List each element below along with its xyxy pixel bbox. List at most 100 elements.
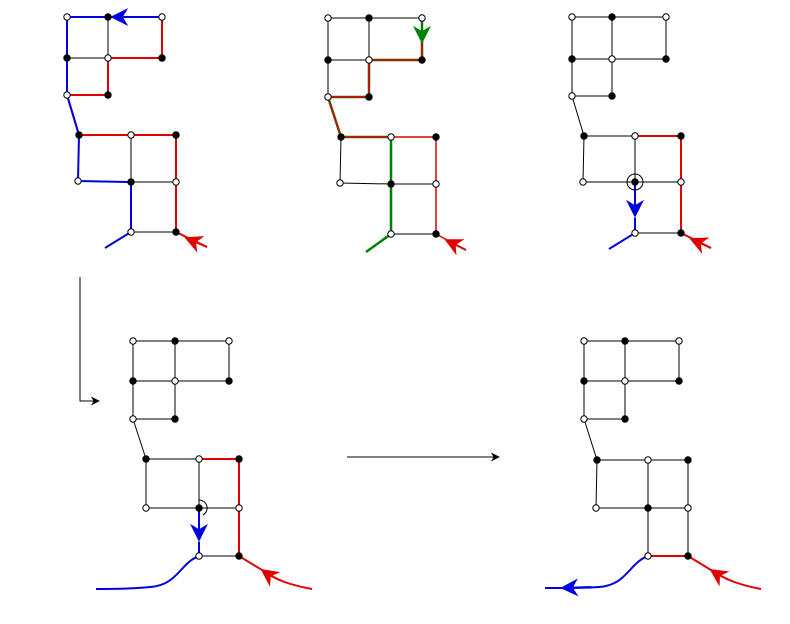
graph-nodes xyxy=(568,13,685,237)
node xyxy=(171,377,179,385)
graph-nodes xyxy=(580,337,692,560)
node xyxy=(337,133,345,141)
node xyxy=(621,337,629,345)
node xyxy=(677,229,685,237)
node xyxy=(158,54,166,62)
node xyxy=(127,178,135,186)
node xyxy=(365,93,373,101)
node xyxy=(365,14,373,22)
node xyxy=(644,504,652,512)
node xyxy=(580,132,588,140)
graph-edges xyxy=(66,16,177,233)
node xyxy=(684,552,692,560)
panel-2 xyxy=(324,14,467,256)
node xyxy=(171,337,179,345)
panel-3 xyxy=(568,13,712,254)
red-path-entry-tail xyxy=(238,555,263,571)
node xyxy=(172,178,180,186)
node xyxy=(336,179,344,187)
node xyxy=(568,55,576,63)
panel-4 xyxy=(95,337,313,590)
node xyxy=(677,178,685,186)
panel-5 xyxy=(545,337,762,597)
graph-nodes xyxy=(324,14,440,238)
node xyxy=(129,377,137,385)
node xyxy=(324,56,332,64)
arrow-panel-1-to-panel-4 xyxy=(79,277,100,406)
node xyxy=(195,552,203,560)
node xyxy=(621,377,629,385)
node xyxy=(568,13,576,21)
blue-path-exit xyxy=(95,542,200,590)
node xyxy=(127,228,135,236)
panel-1 xyxy=(63,8,208,253)
node xyxy=(568,92,576,100)
red-path-entry xyxy=(689,237,712,254)
node xyxy=(63,91,71,99)
node xyxy=(580,377,588,385)
red-path-entry xyxy=(709,569,762,590)
node xyxy=(225,337,233,345)
node xyxy=(171,415,179,423)
node xyxy=(677,132,685,140)
node xyxy=(104,91,112,99)
blue-path-exit xyxy=(560,578,592,597)
node xyxy=(418,56,426,64)
node xyxy=(235,552,243,560)
graph-edges xyxy=(132,340,240,557)
node xyxy=(387,230,395,238)
blue-path-exit xyxy=(608,218,636,250)
node xyxy=(662,55,670,63)
node xyxy=(608,55,616,63)
blue-path xyxy=(559,555,649,589)
node xyxy=(235,455,243,463)
node xyxy=(432,180,440,188)
node xyxy=(129,415,137,423)
node xyxy=(418,14,426,22)
node xyxy=(608,13,616,21)
node xyxy=(235,504,243,512)
node xyxy=(631,229,639,237)
arc-marker xyxy=(198,499,208,516)
red-path-entry-tail xyxy=(687,555,712,571)
graph-edges xyxy=(327,17,437,235)
node xyxy=(684,456,692,464)
red-path xyxy=(635,135,712,249)
node xyxy=(172,131,180,139)
node xyxy=(432,230,440,238)
red-path-entry xyxy=(184,236,208,253)
node xyxy=(644,552,652,560)
red-path-entry xyxy=(444,239,467,256)
node xyxy=(675,377,683,385)
node xyxy=(104,13,112,21)
node xyxy=(324,14,332,22)
node xyxy=(631,132,639,140)
circle-marker xyxy=(626,173,644,191)
red-path xyxy=(326,18,467,251)
node xyxy=(580,337,588,345)
node xyxy=(172,228,180,236)
node xyxy=(74,177,82,185)
node xyxy=(592,504,600,512)
node xyxy=(432,133,440,141)
node xyxy=(684,504,692,512)
node xyxy=(104,54,112,62)
node xyxy=(579,178,587,186)
node xyxy=(580,415,588,423)
graph-nodes xyxy=(129,337,243,560)
red-path-entry xyxy=(260,568,313,590)
graph-edges xyxy=(583,340,689,557)
node xyxy=(608,92,616,100)
graph-edges xyxy=(571,16,682,234)
node xyxy=(675,337,683,345)
node xyxy=(142,504,150,512)
node xyxy=(195,455,203,463)
node xyxy=(662,13,670,21)
node xyxy=(644,456,652,464)
node xyxy=(621,415,629,423)
node xyxy=(387,180,395,188)
node xyxy=(129,337,137,345)
node xyxy=(75,131,83,139)
node xyxy=(324,93,332,101)
